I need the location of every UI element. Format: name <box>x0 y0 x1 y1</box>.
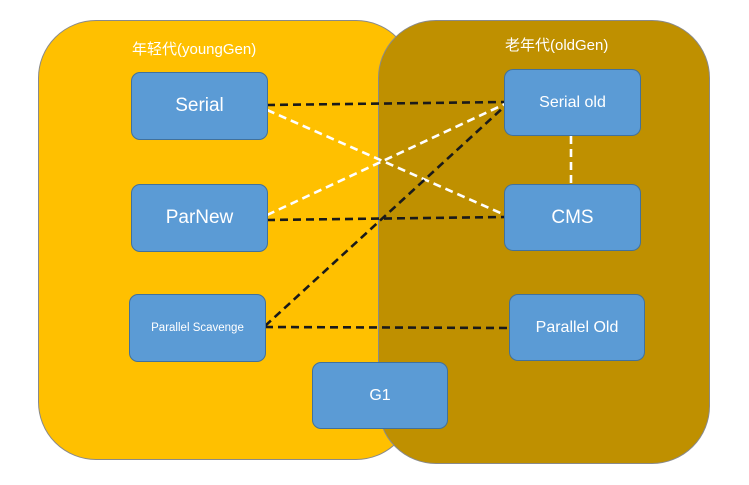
old-generation-title: 老年代(oldGen) <box>505 37 609 54</box>
node-serial-old: Serial old <box>504 69 641 136</box>
node-g1: G1 <box>312 362 448 429</box>
node-serial: Serial <box>131 72 268 140</box>
young-generation-title: 年轻代(youngGen) <box>132 41 257 58</box>
node-parallel-old: Parallel Old <box>509 294 645 361</box>
node-parallel-scavenge: Parallel Scavenge <box>129 294 266 362</box>
node-parnew: ParNew <box>131 184 268 252</box>
node-cms: CMS <box>504 184 641 251</box>
